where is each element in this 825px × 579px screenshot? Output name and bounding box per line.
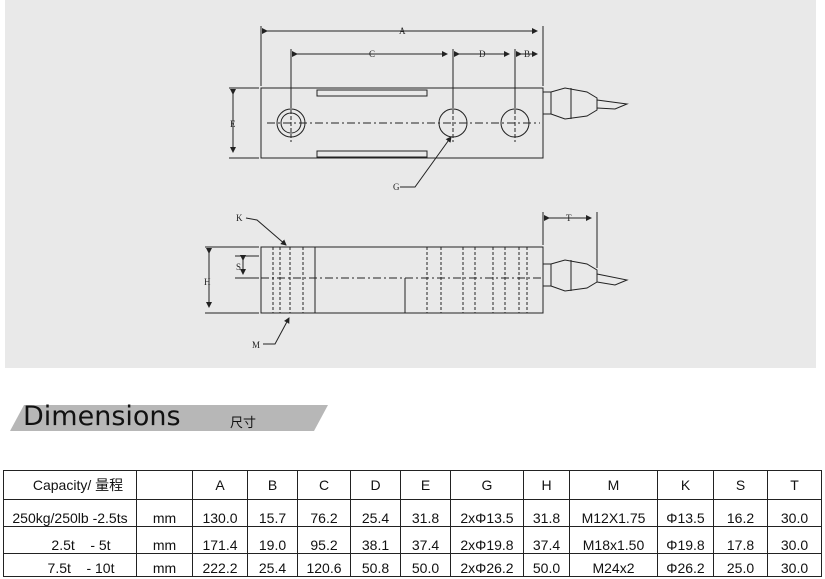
header-k: K [657,470,714,500]
dim-label-k: K [236,213,243,223]
dim-label-s: S [236,262,241,272]
cell-g: 2xΦ13.5 [450,499,524,527]
dim-label-h: H [204,277,211,287]
cell-c: 120.6 [297,553,351,577]
load-cell-drawing-svg: A C D B E G K S H M T [204,26,629,350]
cell-e: 31.8 [400,499,451,527]
cell-k: Φ13.5 [657,499,714,527]
dim-label-e: E [230,119,236,129]
header-unit [136,470,193,500]
cell-h: 50.0 [523,553,570,577]
dim-label-m: M [252,340,260,350]
header-s: S [713,470,768,500]
dim-label-t: T [566,213,572,223]
cell-e: 37.4 [400,526,451,554]
cell-capacity: 250kg/250lb -2.5ts [3,499,137,527]
cell-a: 130.0 [192,499,248,527]
header-t: T [767,470,822,500]
cell-m: M12X1.75 [569,499,658,527]
cell-a: 222.2 [192,553,248,577]
technical-drawing: A C D B E G K S H M T [5,0,816,368]
table-header-row: Capacity/ 量程 A B C D E G H M K S T [3,470,822,500]
cell-capacity: 2.5t - 5t [3,526,137,554]
cell-s: 17.8 [713,526,768,554]
cell-t: 30.0 [767,499,822,527]
cell-d: 38.1 [350,526,401,554]
cell-d: 50.8 [350,553,401,577]
table-row: 2.5t - 5t mm 171.4 19.0 95.2 38.1 37.4 2… [3,526,822,554]
cell-k: Φ26.2 [657,553,714,577]
cell-b: 19.0 [247,526,298,554]
dim-label-b: B [524,49,530,59]
cell-d: 25.4 [350,499,401,527]
cell-unit: mm [136,526,193,554]
cell-h: 31.8 [523,499,570,527]
cell-t: 30.0 [767,553,822,577]
cell-s: 25.0 [713,553,768,577]
dim-label-g: G [393,182,400,192]
cell-unit: mm [136,553,193,577]
cell-t: 30.0 [767,526,822,554]
header-c: C [297,470,351,500]
header-e: E [400,470,451,500]
section-title: Dimensions [23,401,181,432]
header-b: B [247,470,298,500]
cell-m: M18x1.50 [569,526,658,554]
dim-label-a: A [399,26,406,36]
table-row: 7.5t - 10t mm 222.2 25.4 120.6 50.8 50.0… [3,553,822,577]
cell-g: 2xΦ26.2 [450,553,524,577]
header-a: A [192,470,248,500]
cell-b: 25.4 [247,553,298,577]
cell-b: 15.7 [247,499,298,527]
cell-e: 50.0 [400,553,451,577]
cell-s: 16.2 [713,499,768,527]
dim-label-d: D [479,49,486,59]
cell-h: 37.4 [523,526,570,554]
cell-c: 95.2 [297,526,351,554]
cell-g: 2xΦ19.8 [450,526,524,554]
header-capacity: Capacity/ 量程 [3,470,137,500]
section-subtitle: 尺寸 [230,416,257,431]
top-view-body [260,87,544,159]
cell-a: 171.4 [192,526,248,554]
dim-label-c: C [369,49,375,59]
cell-capacity: 7.5t - 10t [3,553,137,577]
header-g: G [450,470,524,500]
section-banner [10,405,328,431]
cell-m: M24x2 [569,553,658,577]
header-m: M [569,470,658,500]
cell-k: Φ19.8 [657,526,714,554]
table-row: 250kg/250lb -2.5ts mm 130.0 15.7 76.2 25… [3,499,822,527]
dimensions-table: Capacity/ 量程 A B C D E G H M K S T 250kg… [3,470,822,577]
header-h: H [523,470,570,500]
cell-c: 76.2 [297,499,351,527]
cell-unit: mm [136,499,193,527]
header-d: D [350,470,401,500]
